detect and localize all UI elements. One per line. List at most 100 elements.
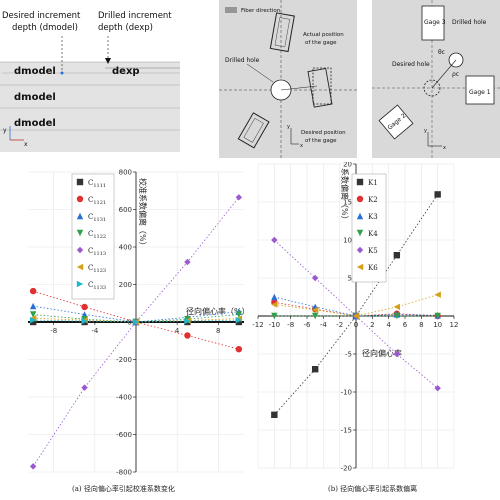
series-line	[33, 290, 239, 350]
data-point	[29, 311, 37, 318]
ecc-axis-y: y	[424, 128, 427, 134]
data-point	[434, 385, 441, 392]
desired-hole-circle	[423, 79, 441, 97]
chart-a-caption: (a) 径向偏心率引起校准系数变化	[72, 485, 175, 493]
data-point	[29, 318, 37, 326]
data-point	[271, 236, 278, 244]
rho-label: ρc	[452, 71, 459, 78]
legend-marker	[76, 263, 84, 271]
data-point	[29, 463, 37, 470]
legend-label: C1121	[88, 196, 106, 206]
data-point	[235, 345, 243, 353]
y-tick-label: -400	[116, 394, 132, 402]
fiber-direction-icon	[225, 7, 237, 13]
y-tick-label: 15	[343, 199, 352, 207]
gage-axis-x: x	[300, 143, 303, 149]
data-point	[184, 332, 191, 339]
y-tick-label: 400	[119, 244, 132, 252]
legend-marker	[356, 229, 364, 237]
data-point	[434, 291, 441, 298]
data-point	[311, 366, 319, 373]
data-point	[81, 384, 88, 391]
eccentric-hole-diagram: Gage 3 Gage 1 Gage 2 Desired hole Drille…	[372, 0, 500, 158]
y-tick-label: 200	[119, 281, 132, 289]
actual-position-label: Actual position	[303, 32, 344, 38]
x-tick-label: -4	[320, 321, 328, 329]
gage-axis-y: y	[287, 124, 290, 130]
gage-3-label: Gage 3	[424, 19, 446, 26]
gage-1-rect	[465, 75, 495, 105]
data-point	[81, 317, 88, 325]
fiber-direction-label: Fiber direction	[241, 8, 281, 14]
top-gage-rect	[269, 12, 295, 53]
y-tick-label: 0	[128, 319, 132, 327]
y-tick-label: 600	[119, 206, 132, 214]
drilled-hole-label-ecc: Drilled hole	[452, 19, 487, 26]
data-point	[235, 318, 243, 326]
desired-hole-label: Desired hole	[392, 61, 430, 68]
data-point	[235, 311, 243, 318]
depth-axis-x: x	[24, 141, 28, 148]
legend-marker	[356, 212, 364, 220]
data-point	[29, 302, 37, 310]
y-tick-label: 10	[343, 237, 352, 245]
dmodel-label-1: dmodel	[14, 66, 56, 77]
x-tick-label: -2	[336, 321, 343, 329]
data-point	[235, 194, 243, 201]
depth-axis-y: y	[3, 127, 7, 134]
gage-2-rect: Gage 2	[378, 104, 414, 140]
data-point	[434, 191, 441, 198]
series-line	[274, 301, 438, 317]
gage-position-svg: Fiber direction Drilled hole Actual posi…	[219, 0, 357, 158]
legend-label: C1111	[88, 179, 106, 189]
legend-marker	[76, 195, 84, 203]
data-point	[311, 306, 319, 314]
x-tick-label: 6	[403, 321, 408, 329]
data-point	[434, 312, 441, 320]
legend-marker	[356, 178, 364, 186]
x-tick-label: 10	[433, 321, 442, 329]
series-line	[32, 197, 240, 467]
data-point	[29, 287, 37, 295]
data-point	[311, 312, 319, 320]
x-tick-label: 8	[216, 327, 220, 335]
y-tick-label: -10	[341, 389, 352, 397]
data-point	[393, 350, 401, 358]
y-tick-label: -5	[345, 351, 352, 359]
x-tick-label: 12	[450, 321, 459, 329]
depth-increment-diagram: Desired increment depth (dmodel) Drilled…	[0, 0, 180, 158]
data-point	[393, 312, 401, 320]
ecc-axis-x: x	[443, 145, 446, 151]
data-point	[271, 301, 278, 308]
gage-3-rect	[421, 5, 445, 41]
data-point	[352, 312, 360, 320]
series-c1133	[29, 316, 243, 326]
legend-marker	[76, 229, 84, 237]
dmodel-label-2: dmodel	[14, 92, 56, 103]
legend-marker	[76, 212, 84, 220]
x-tick-label: 4	[175, 327, 180, 335]
legend-box	[351, 173, 387, 283]
dmodel-label-3: dmodel	[14, 118, 56, 129]
chart-b-caption: (b) 径向偏心率引起系数偏离	[328, 485, 418, 493]
legend-marker	[76, 178, 84, 186]
x-axis-label: 径向偏心率	[362, 348, 402, 358]
legend-label: K1	[368, 179, 378, 187]
y-tick-label: 5	[348, 275, 352, 283]
drilled-depth-label: Drilled increment	[98, 11, 172, 21]
actual-gage-rect	[307, 68, 333, 108]
y-axis-label: 系数偏离（%）	[340, 168, 350, 224]
x-tick-label: -12	[252, 321, 263, 329]
dexp-label: dexp	[112, 66, 140, 77]
y-tick-label: -20	[341, 465, 352, 473]
legend-label: K5	[368, 247, 378, 255]
y-tick-label: -600	[116, 431, 132, 439]
depth-increment-svg: Desired increment depth (dmodel) Drilled…	[0, 11, 180, 152]
series-line	[33, 314, 239, 323]
x-tick-label: -8	[287, 321, 294, 329]
